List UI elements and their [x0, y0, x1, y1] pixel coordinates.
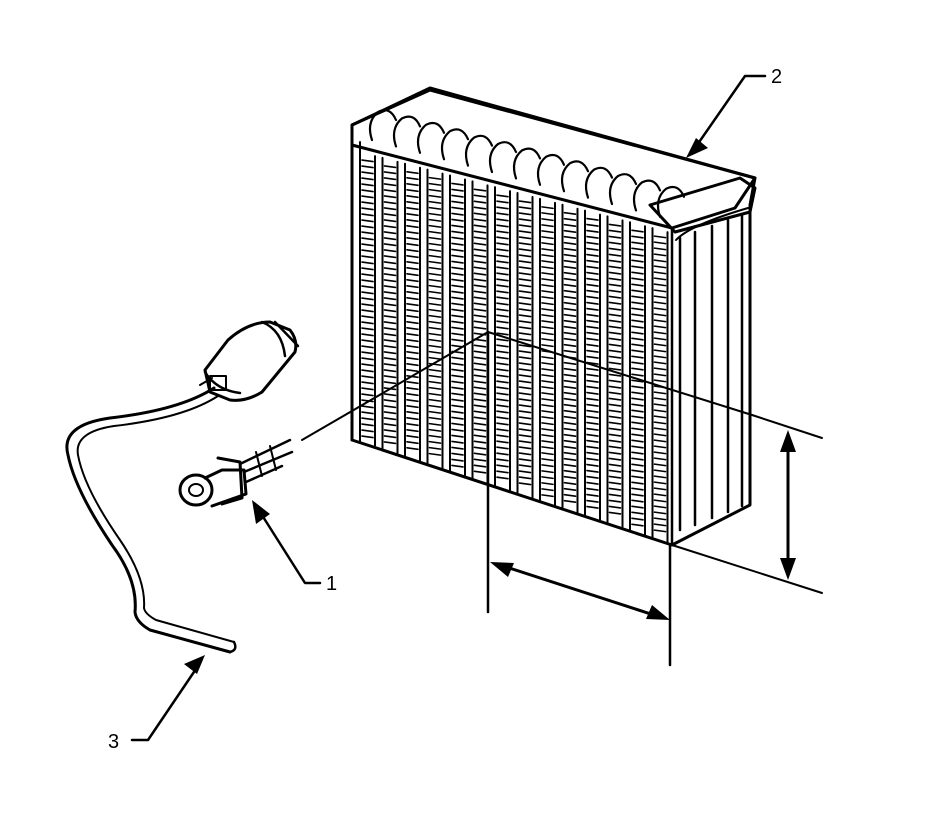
fin-hatching: [406, 170, 419, 451]
header-bump: [392, 115, 422, 148]
dimension-arrowhead-top: [780, 430, 796, 452]
header-bump: [512, 147, 542, 180]
callout-2: 2: [686, 66, 782, 158]
header-tank-bumps: [368, 109, 686, 218]
fin-hatching: [496, 194, 509, 480]
callout-3-label: 3: [108, 731, 119, 753]
sensor-connector: [199, 320, 300, 402]
header-bump: [608, 173, 638, 206]
dimension-lines: [301, 330, 823, 667]
dimension-arrowhead-right: [646, 605, 670, 620]
header-bump: [536, 153, 566, 186]
fin-tube: [381, 156, 399, 455]
fin-hatching: [473, 188, 487, 474]
callout-2-label: 2: [771, 66, 782, 88]
fin-hatching: [383, 165, 397, 445]
fin-tube: [426, 168, 444, 469]
header-bump: [488, 141, 518, 174]
dimension-arrowhead-bottom: [780, 558, 796, 580]
header-bump: [560, 160, 590, 193]
fin-hatching: [586, 217, 599, 509]
header-bump: [368, 109, 398, 142]
fin-hatching: [631, 229, 644, 527]
callout-1: 1: [252, 500, 337, 595]
fin-hatching: [653, 235, 667, 533]
fin-tube: [494, 186, 511, 492]
callout-1-label: 1: [326, 573, 337, 595]
temperature-sensor-assembly: [65, 320, 300, 654]
callout-3-arrowhead: [184, 655, 205, 674]
fin-tube: [449, 174, 466, 477]
dimension-arrowhead-left: [490, 562, 514, 577]
evaporator-side-tubes: [675, 207, 749, 532]
fin-hatching: [518, 200, 532, 486]
fin-hatching: [608, 223, 622, 515]
header-bump: [632, 179, 662, 212]
sensor-probe-clip: [178, 438, 294, 508]
header-bump: [416, 121, 446, 154]
fin-tube: [651, 227, 669, 544]
fin-hatching: [563, 211, 577, 504]
evaporator-fins: [359, 151, 669, 544]
header-bump: [656, 185, 686, 218]
fin-hatching: [361, 159, 374, 439]
fin-hatching: [451, 182, 464, 468]
header-bump: [440, 128, 470, 161]
header-bump: [464, 134, 494, 167]
callout-3: 3: [108, 655, 205, 753]
callout-1-arrowhead: [252, 500, 270, 524]
fin-tube: [404, 162, 421, 462]
fin-hatching: [541, 206, 554, 498]
fin-tube: [516, 192, 534, 499]
evaporator-core: [350, 86, 757, 547]
callout-2-arrowhead: [686, 138, 708, 158]
header-bump: [584, 166, 614, 199]
fin-hatching: [428, 176, 442, 456]
